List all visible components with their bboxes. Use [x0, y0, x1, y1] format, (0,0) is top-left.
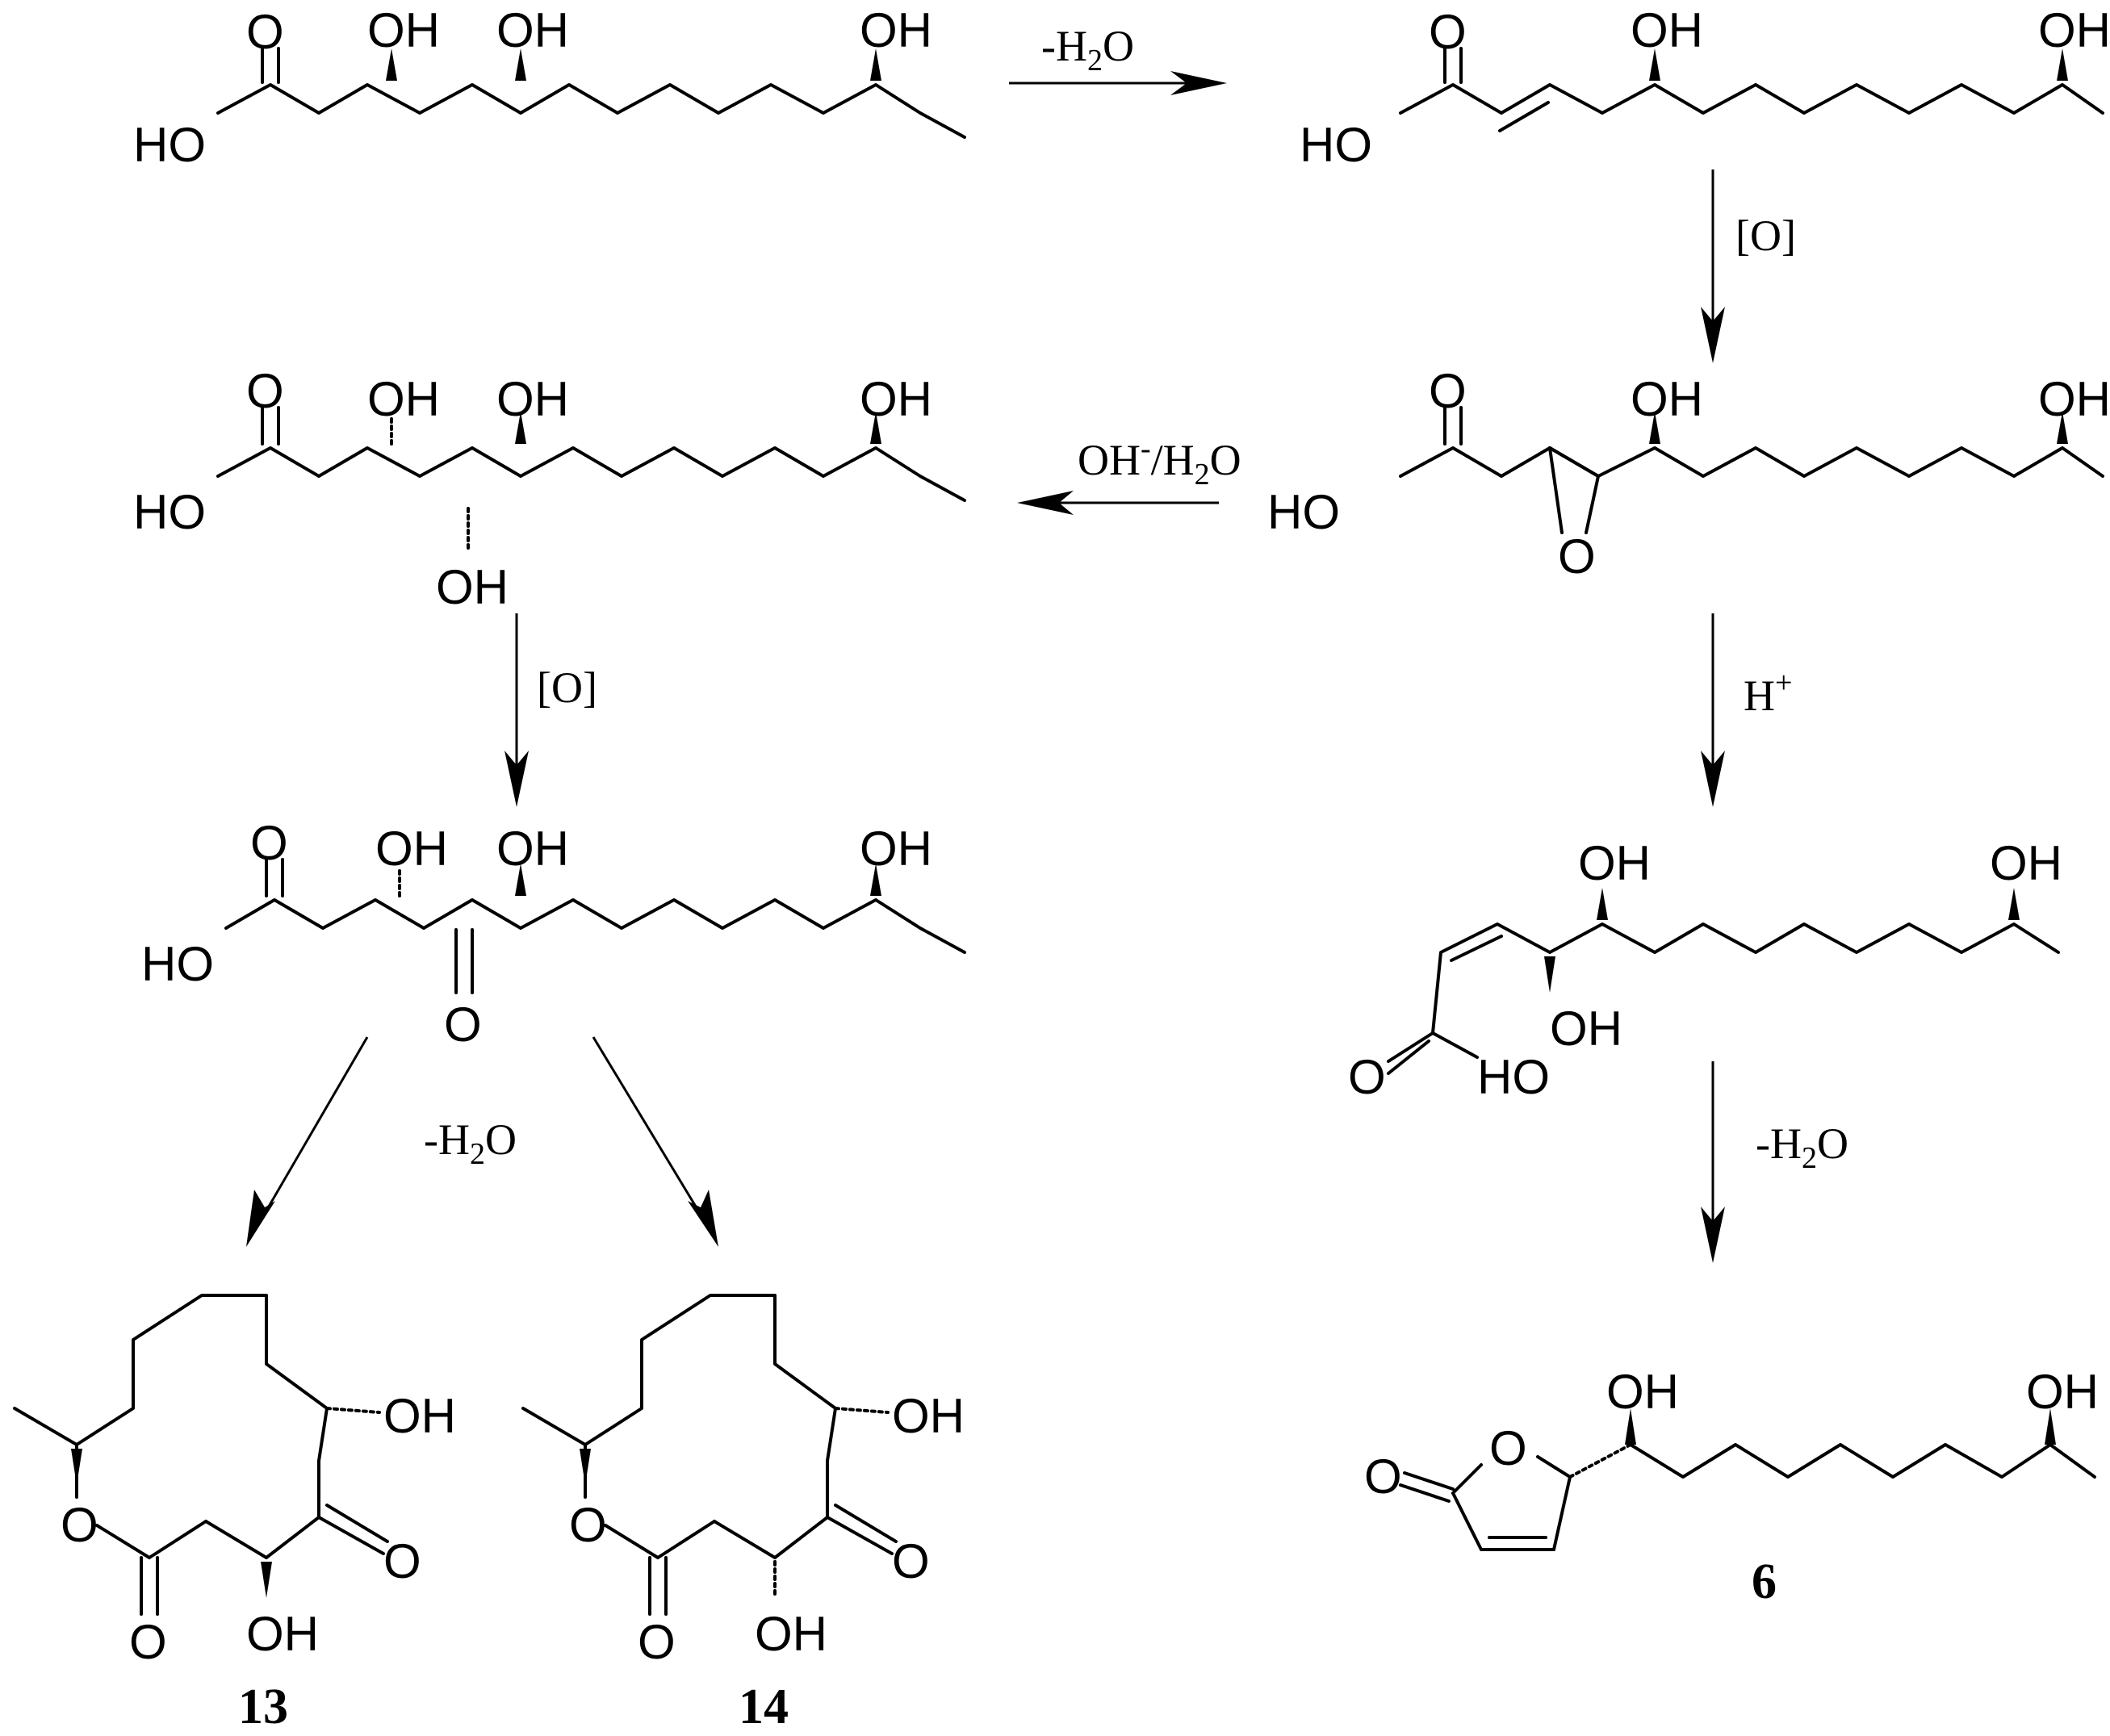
epoxide-oxygen: O [1558, 529, 1596, 584]
wedge-bond [1544, 956, 1555, 993]
condition-text: -H2O [1041, 22, 1134, 77]
hydroxyl-group: OH [1631, 372, 1703, 426]
wedge-bond [71, 1449, 82, 1485]
acid-hydroxyl: HO [1300, 118, 1372, 172]
hydroxyl-group: OH [496, 372, 569, 426]
wedge-bond [515, 48, 526, 81]
condition-text: [O] [537, 663, 597, 712]
carbonyl-oxygen: O [246, 5, 284, 59]
compound-label: 13 [238, 1680, 288, 1734]
hydroxyl-group: OH [1631, 3, 1703, 57]
carbonyl-oxygen: O [638, 1615, 676, 1669]
structure-tetrahydroxy-acid: O HO OH OH OH OH [133, 364, 966, 614]
hydroxyl-group: OH [436, 560, 509, 614]
wedge-bond [870, 412, 881, 444]
hydroxyl-group: OH [1990, 836, 2062, 890]
structure-macrolactone-13: O O OH O OH 13 [13, 1294, 456, 1734]
wedge-bond [2008, 888, 2020, 920]
arrow-hydrolysis: OH-/H2O [1017, 432, 1241, 515]
ring-oxygen: O [61, 1498, 98, 1552]
carbonyl-oxygen: O [1348, 1050, 1386, 1104]
ring-oxygen: O [1489, 1421, 1527, 1475]
condition-text: -H2O [1756, 1119, 1848, 1175]
carbonyl-oxygen: O [1364, 1449, 1402, 1504]
wedge-bond [515, 412, 526, 444]
structure-z-alkene-diol: O HO OH OH OH [1348, 836, 2062, 1104]
hydroxyl-group: OH [755, 1607, 827, 1661]
arrow-cyclization-13 [246, 1036, 369, 1247]
wedge-bond [2045, 1408, 2056, 1445]
wedge-bond [261, 1562, 272, 1598]
hydroxyl-group: OH [2038, 3, 2110, 57]
arrow-cyclization-14 [592, 1036, 718, 1247]
arrow-oxidation-right: [O] [1701, 169, 1796, 363]
hydroxyl-group: OH [375, 822, 448, 876]
arrow-dehydration-right: -H2O [1701, 1061, 1848, 1263]
arrow-oxidation-left: [O] [504, 613, 597, 807]
acid-hydroxyl: HO [133, 485, 206, 539]
ketone-oxygen: O [383, 1534, 421, 1588]
hydroxyl-group: OH [860, 3, 932, 57]
acid-hydroxyl: HO [141, 937, 214, 991]
carbonyl-oxygen: O [1429, 364, 1467, 418]
ring-oxygen: O [569, 1498, 607, 1552]
structure-butenolide-6: O O OH OH 6 [1364, 1365, 2099, 1609]
hydroxyl-group: OH [1550, 1002, 1622, 1056]
hydroxyl-group: OH [1606, 1365, 1679, 1419]
carbonyl-oxygen: O [129, 1615, 167, 1669]
hydroxyl-group: OH [383, 1389, 456, 1443]
wedge-bond [1597, 888, 1608, 920]
arrow-dehydration-top: -H2O [1009, 22, 1227, 95]
hydroxyl-group: OH [496, 3, 569, 57]
wedge-bond [386, 48, 397, 81]
condition-text: [O] [1735, 211, 1796, 260]
hydroxyl-group: OH [860, 372, 932, 426]
hydroxyl-group: OH [246, 1607, 319, 1661]
ketone-oxygen: O [444, 998, 482, 1052]
structure-macrolactone-14: O O OH O OH 14 [521, 1294, 965, 1734]
wedge-bond [1649, 48, 1660, 81]
acid-hydroxyl: HO [133, 118, 206, 172]
hydroxyl-group: OH [2038, 372, 2110, 426]
wedge-bond [870, 864, 881, 896]
wedge-bond [1649, 412, 1660, 444]
wedge-bond [580, 1449, 591, 1485]
hydroxyl-group: OH [892, 1389, 965, 1443]
wedge-bond [2057, 412, 2068, 444]
ketone-oxygen: O [892, 1534, 930, 1588]
carbonyl-oxygen: O [246, 364, 284, 418]
structure-keto-acid: O HO O OH OH OH [141, 816, 966, 1052]
hydroxyl-group: OH [1578, 836, 1651, 890]
structure-epoxide: O HO O OH OH [1267, 364, 2110, 584]
acid-hydroxyl: HO [1477, 1050, 1550, 1104]
carbonyl-oxygen: O [1429, 5, 1467, 59]
structure-trihydroxy-acid: O HO OH OH OH [133, 3, 966, 172]
compound-label: 6 [1752, 1554, 1777, 1609]
carbonyl-oxygen: O [250, 816, 288, 870]
structure-unsaturated-acid: O HO OH OH [1300, 3, 2110, 172]
wedge-bond [1625, 1408, 1636, 1445]
wedge-bond [870, 48, 881, 81]
condition-text: H+ [1744, 666, 1792, 720]
hydroxyl-group: OH [367, 3, 440, 57]
hydroxyl-group: OH [860, 822, 932, 876]
condition-text: -H2O [424, 1115, 517, 1171]
hydroxyl-group: OH [367, 372, 440, 426]
arrow-acid: H+ [1701, 613, 1792, 807]
hydroxyl-group: OH [496, 822, 569, 876]
condition-text: OH-/H2O [1078, 432, 1241, 492]
acid-hydroxyl: HO [1267, 485, 1340, 539]
wedge-bond [2057, 48, 2068, 81]
hydroxyl-group: OH [2026, 1365, 2099, 1419]
wedge-bond [515, 864, 526, 896]
compound-label: 14 [739, 1680, 789, 1734]
